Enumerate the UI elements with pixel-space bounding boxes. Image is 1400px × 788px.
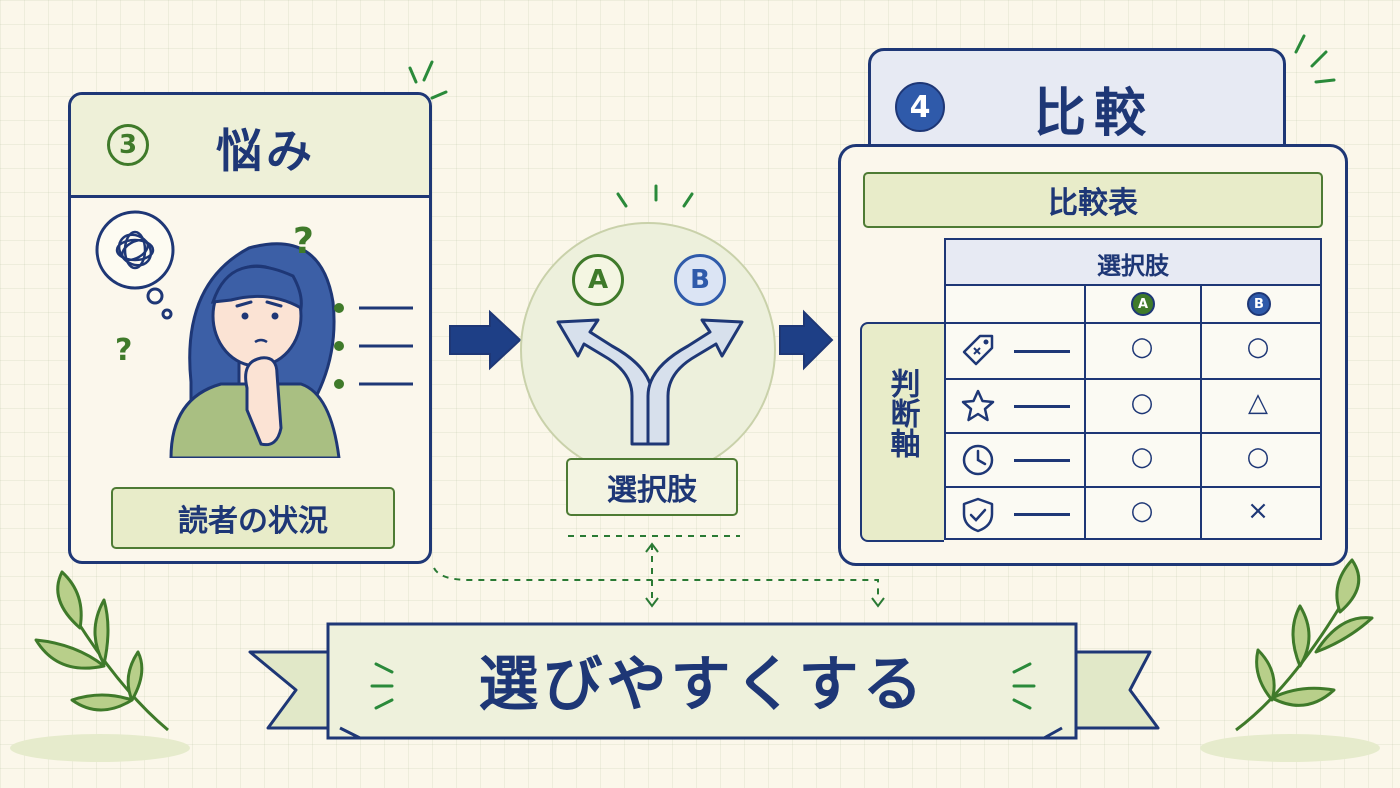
comparison-table: 選択肢 A B ○ ○ ○ △ ○ ○ ○ × xyxy=(944,238,1322,540)
bullet-list-icon xyxy=(334,303,413,389)
step-number-badge: 3 xyxy=(107,124,149,166)
arrow-down-icon xyxy=(871,597,885,608)
arrow-down-icon xyxy=(645,597,659,608)
shield-check-icon xyxy=(962,497,994,533)
banner-message: 選びやすくする xyxy=(478,650,927,720)
worry-card: 3 悩み xyxy=(68,92,432,564)
arrow-up-icon xyxy=(645,542,659,553)
sparkle-icon xyxy=(1294,34,1336,84)
column-a-badge: A xyxy=(1131,292,1155,316)
compare-card-title: 比較 xyxy=(1034,84,1155,144)
thought-bubble-icon xyxy=(95,210,175,320)
step-number-badge: 4 xyxy=(895,82,945,132)
mark-cell: ○ xyxy=(1130,442,1154,472)
person-icon xyxy=(169,242,341,458)
mark-cell: ○ xyxy=(1246,442,1270,472)
worry-card-header: 3 悩み xyxy=(71,95,429,198)
option-b-badge: B xyxy=(674,254,726,306)
fork-arrow-icon xyxy=(556,318,744,446)
mark-cell: ○ xyxy=(1130,388,1154,418)
arrow-right-icon xyxy=(449,309,522,371)
decision-axis-box xyxy=(860,322,944,542)
decision-axis-label: 判断軸 xyxy=(884,368,920,458)
clock-icon xyxy=(962,444,994,476)
worry-card-title: 悩み xyxy=(216,124,316,178)
reader-situation-label: 読者の状況 xyxy=(111,487,395,549)
worried-reader-illustration xyxy=(95,210,413,458)
sparkle-icon xyxy=(408,60,448,100)
ribbon-banner xyxy=(248,622,1160,740)
question-mark-icon: ? xyxy=(293,221,314,262)
mark-cell: ○ xyxy=(1130,496,1154,526)
leaf-branch-icon xyxy=(10,570,190,762)
leaf-branch-icon xyxy=(1200,558,1380,762)
question-mark-icon: ? xyxy=(115,333,133,368)
mark-cell: △ xyxy=(1248,388,1268,418)
options-header: 選択肢 xyxy=(1097,252,1169,280)
mark-cell: ○ xyxy=(1130,332,1154,362)
option-a-badge: A xyxy=(572,254,624,306)
star-icon xyxy=(961,389,995,422)
comparison-table-title: 比較表 xyxy=(863,172,1323,228)
arrow-right-icon xyxy=(779,309,834,371)
price-tag-icon xyxy=(962,334,994,366)
mark-cell: ○ xyxy=(1246,332,1270,362)
column-b-badge: B xyxy=(1247,292,1271,316)
mark-cell: × xyxy=(1247,496,1269,526)
choices-label: 選択肢 xyxy=(566,458,738,516)
sparkle-icon xyxy=(616,184,694,208)
